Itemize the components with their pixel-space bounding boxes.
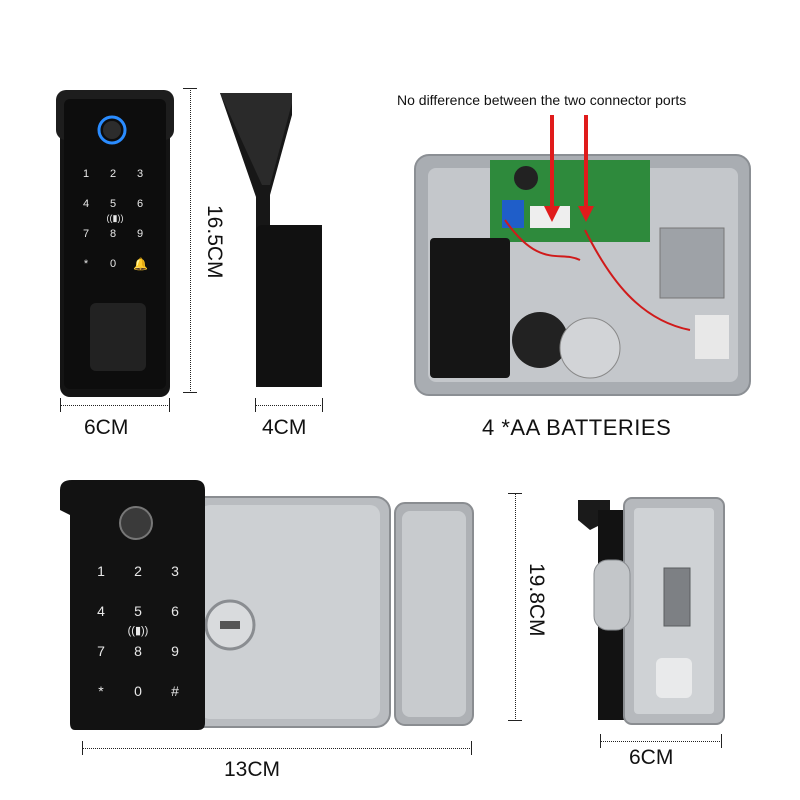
key-2: 2 (109, 168, 117, 180)
handle-grip (90, 303, 146, 371)
key-2: 2 (134, 563, 142, 579)
connector-note: No difference between the two connector … (397, 92, 687, 108)
side-profile-image (220, 93, 322, 387)
nfc-icon: ((▮)) (106, 213, 124, 223)
key-7: 7 (82, 228, 90, 240)
key-9: 9 (136, 228, 144, 240)
front-panel-keypad: 1 2 3 4 5 6 7 8 9 * 0 🔔 ((▮)) (50, 85, 180, 405)
key-7: 7 (97, 643, 105, 659)
key-3: 3 (171, 563, 179, 579)
width-dimension-line (60, 405, 170, 406)
width-label: 6CM (84, 416, 129, 439)
length-label: 13CM (224, 758, 281, 781)
front-panel-image (56, 90, 174, 397)
keypad-panel (60, 480, 205, 730)
bell-icon: 🔔 (133, 257, 148, 271)
key-star: * (98, 683, 104, 699)
fingerprint-sensor-icon (119, 506, 153, 540)
latch-slot (663, 567, 691, 627)
key-4: 4 (97, 603, 105, 619)
nfc-icon: ((▮)) (127, 625, 149, 637)
key-star: * (83, 258, 89, 270)
batteries-label: 4 *AA BATTERIES (482, 415, 672, 440)
side-width-dimension-line (600, 741, 722, 742)
key-5: 5 (134, 603, 142, 619)
key-5: 5 (109, 198, 117, 210)
key-4: 4 (82, 198, 90, 210)
depth-label: 4CM (262, 416, 307, 439)
fingerprint-ring-icon (97, 115, 127, 145)
key-1: 1 (82, 168, 90, 180)
lock-side-image (578, 497, 725, 725)
key-0: 0 (109, 258, 117, 270)
full-lock-keypad: 1 2 3 4 5 6 7 8 9 * 0 # ((▮)) (50, 475, 210, 735)
key-8: 8 (134, 643, 142, 659)
key-0: 0 (134, 683, 142, 699)
length-dimension-line (82, 748, 472, 749)
key-8: 8 (109, 228, 117, 240)
battery-pack (430, 238, 510, 378)
lock-height-label: 19.8CM (525, 563, 548, 637)
side-width-label: 6CM (629, 746, 674, 769)
key-1: 1 (97, 563, 105, 579)
internals-image (414, 115, 751, 396)
key-hash: # (171, 683, 179, 699)
height-dimension-line (190, 88, 191, 393)
depth-dimension-line (255, 405, 323, 406)
key-3: 3 (136, 168, 144, 180)
key-9: 9 (171, 643, 179, 659)
key-6: 6 (136, 198, 144, 210)
key-6: 6 (171, 603, 179, 619)
lock-height-dimension-line (515, 493, 516, 721)
full-lock-image (60, 480, 474, 730)
